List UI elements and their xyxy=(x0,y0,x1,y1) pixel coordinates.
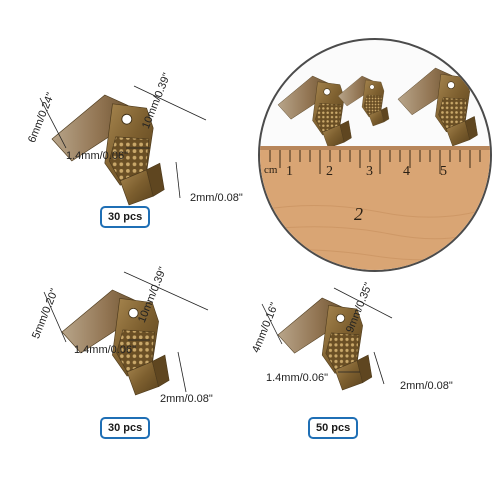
clip-medium-jaw-label: 2mm/0.08" xyxy=(160,393,213,405)
ruler-number-4: 4 xyxy=(403,164,410,179)
clip-large-dimension-lines xyxy=(39,85,207,199)
clip-large-hole-label: 1.4mm/0.06" xyxy=(66,150,128,162)
clip-large-jaw-label: 2mm/0.08" xyxy=(190,192,243,204)
ruler-number-2: 2 xyxy=(326,164,333,179)
clip-small-hole-label: 1.4mm/0.06" xyxy=(266,372,328,384)
ruler-photo-art xyxy=(260,67,490,270)
clip-medium-hole-label: 1.4mm/0.06" xyxy=(74,344,136,356)
handwritten-mark: 2 xyxy=(354,204,363,224)
ruler-photo: 1 2 3 4 5 cm 2 xyxy=(258,38,492,272)
clip-medium-quantity-badge: 30 pcs xyxy=(100,417,151,439)
clip-medium-dimension-lines xyxy=(43,271,209,393)
clip-small-quantity-badge: 50 pcs xyxy=(308,417,359,439)
ruler-unit-label: cm xyxy=(264,164,278,176)
ruler-number-1: 1 xyxy=(286,164,293,179)
clip-large-quantity-badge: 30 pcs xyxy=(100,206,151,228)
ruler-number-5: 5 xyxy=(440,164,447,179)
ruler-number-3: 3 xyxy=(366,164,373,179)
clip-small-dimension-lines xyxy=(261,287,393,385)
clip-small-jaw-label: 2mm/0.08" xyxy=(400,380,453,392)
